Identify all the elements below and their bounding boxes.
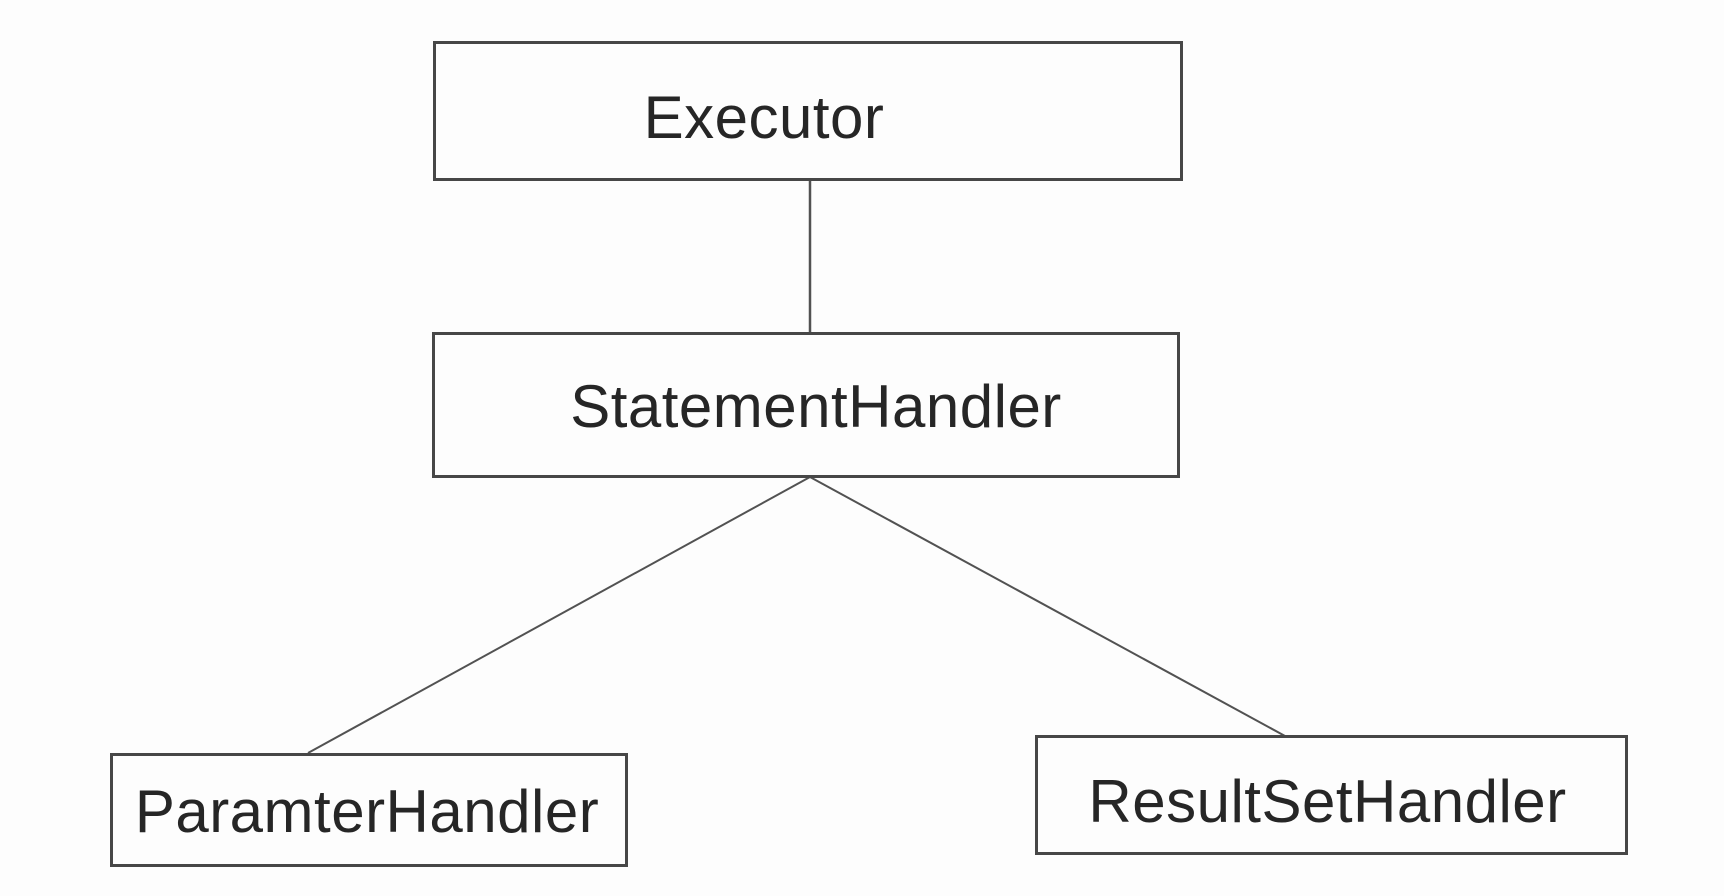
node-resultset-handler: ResultSetHandler	[1035, 735, 1628, 855]
node-statement-handler-label: StatementHandler	[570, 373, 1062, 440]
node-resultset-handler-label: ResultSetHandler	[1088, 768, 1567, 835]
node-paramter-handler: ParamterHandler	[110, 753, 628, 867]
node-executor: Executor	[433, 41, 1183, 181]
node-statement-handler: StatementHandler	[432, 332, 1180, 478]
edge-statementhandler-to-resultsethandler	[809, 476, 1286, 737]
node-executor-label: Executor	[643, 84, 885, 151]
edge-statementhandler-to-paramterhandler	[307, 476, 811, 754]
node-paramter-handler-label: ParamterHandler	[134, 778, 600, 845]
